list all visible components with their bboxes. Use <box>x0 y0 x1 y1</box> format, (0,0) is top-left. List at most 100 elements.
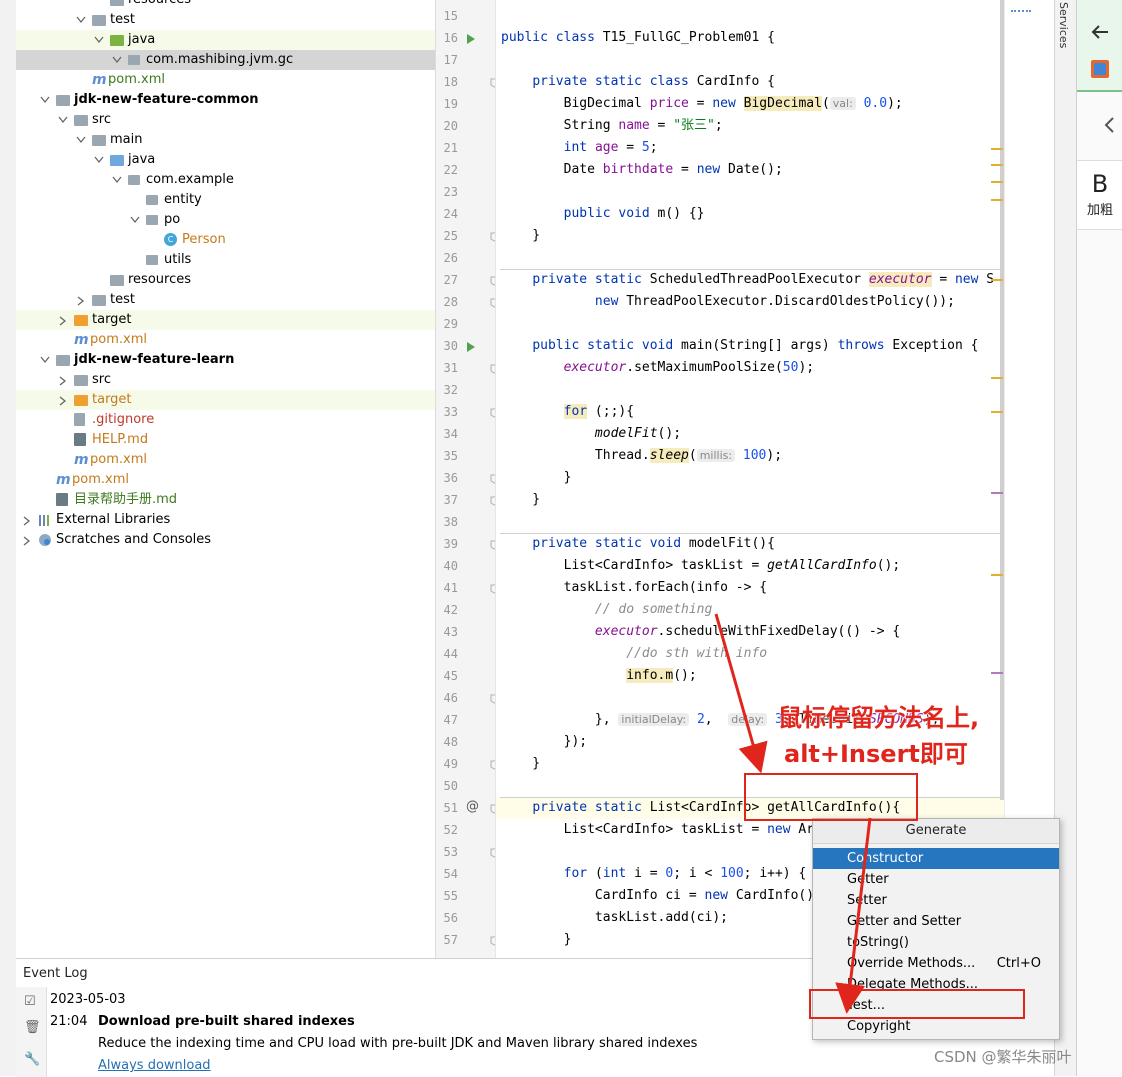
tree-row[interactable]: Scratches and Consoles <box>16 530 435 550</box>
stripe-marker[interactable] <box>991 164 1003 166</box>
line-number: 40 <box>443 559 458 573</box>
code-token: 3 <box>775 712 783 727</box>
app-logo-icon[interactable] <box>1091 60 1109 78</box>
stripe-marker[interactable] <box>991 411 1003 413</box>
tree-row[interactable]: target <box>16 390 435 410</box>
chevron-down-icon[interactable] <box>76 136 86 144</box>
tree-item-label: jdk-new-feature-learn <box>74 352 235 367</box>
tree-row[interactable]: src <box>16 110 435 130</box>
generate-menu-item[interactable]: Test... <box>813 995 1059 1016</box>
tree-row[interactable]: com.mashibing.jvm.gc <box>16 50 435 70</box>
stripe-marker[interactable] <box>991 279 1003 281</box>
tree-row[interactable]: test <box>16 10 435 30</box>
wrench-icon[interactable]: 🔧 <box>24 1052 41 1067</box>
tree-row[interactable]: 目录帮助手册.md <box>16 490 435 510</box>
tree-row[interactable]: entity <box>16 190 435 210</box>
code-token: private static class <box>532 74 697 89</box>
generate-menu-item[interactable]: Constructor <box>813 848 1059 869</box>
stripe-marker[interactable] <box>991 672 1003 674</box>
chevron-right-icon[interactable] <box>22 536 32 546</box>
code-token: ; <box>649 140 658 155</box>
trash-icon[interactable]: 🗑 <box>24 1020 41 1035</box>
tree-row[interactable]: target <box>16 310 435 330</box>
menu-item-shortcut: Ctrl+O <box>996 956 1041 971</box>
stripe-marker[interactable] <box>991 492 1003 494</box>
line-number: 16 <box>443 31 458 45</box>
generate-menu-item[interactable]: Setter <box>813 890 1059 911</box>
chevron-right-icon[interactable] <box>58 396 68 406</box>
tree-row[interactable]: com.example <box>16 170 435 190</box>
tree-row[interactable]: jdk-new-feature-common <box>16 90 435 110</box>
tree-row[interactable]: po <box>16 210 435 230</box>
run-icon[interactable] <box>466 33 476 44</box>
stripe-marker[interactable] <box>991 574 1003 576</box>
chevron-right-icon[interactable] <box>22 516 32 526</box>
code-token: info.m <box>626 668 674 683</box>
tree-row[interactable]: java <box>16 30 435 50</box>
line-number: 55 <box>443 889 458 903</box>
stripe-marker[interactable] <box>991 199 1003 201</box>
always-download-link[interactable]: Always download <box>98 1058 211 1073</box>
chevron-down-icon[interactable] <box>58 116 68 124</box>
generate-menu-item[interactable]: Copyright <box>813 1016 1059 1037</box>
tree-row[interactable]: HELP.md <box>16 430 435 450</box>
chevron-right-icon[interactable] <box>58 316 68 326</box>
maven-icon: m <box>56 472 71 488</box>
run-icon[interactable] <box>466 341 476 352</box>
bold-button[interactable]: B 加粗 <box>1077 160 1122 230</box>
chevron-left-icon[interactable] <box>1103 116 1115 134</box>
tree-row[interactable]: test <box>16 290 435 310</box>
code-token: 5 <box>641 140 650 155</box>
generate-menu-item[interactable]: Override Methods...Ctrl+O <box>813 953 1059 974</box>
line-number: 20 <box>443 119 458 133</box>
chevron-down-icon[interactable] <box>40 96 50 104</box>
generate-menu-item[interactable]: toString() <box>813 932 1059 953</box>
splitter[interactable] <box>435 0 436 958</box>
chevron-down-icon[interactable] <box>76 16 86 24</box>
editor-scrollbar[interactable] <box>1000 0 1005 800</box>
tree-row[interactable]: main <box>16 130 435 150</box>
chevron-down-icon[interactable] <box>112 56 122 64</box>
bold-button-sub: 加粗 <box>1086 203 1113 218</box>
code-line: new ThreadPoolExecutor.DiscardOldestPoli… <box>501 291 955 313</box>
tree-row[interactable]: src <box>16 370 435 390</box>
tree-row[interactable]: utils <box>16 250 435 270</box>
stripe-marker[interactable] <box>991 181 1003 183</box>
chevron-down-icon[interactable] <box>94 36 104 44</box>
generate-menu-item[interactable]: Getter and Setter <box>813 911 1059 932</box>
tree-row[interactable]: resources <box>16 270 435 290</box>
tree-row[interactable]: External Libraries <box>16 510 435 530</box>
generate-menu-item[interactable]: Getter <box>813 869 1059 890</box>
chevron-down-icon[interactable] <box>112 176 122 184</box>
annotation-line-2: alt+Insert即可 <box>784 740 968 768</box>
mark-read-icon[interactable]: ☑ <box>24 994 36 1009</box>
back-arrow-icon[interactable] <box>1091 24 1109 40</box>
services-tool-strip[interactable]: Services <box>1054 0 1077 1076</box>
tree-row[interactable]: .gitignore <box>16 410 435 430</box>
code-token <box>501 866 564 881</box>
chevron-right-icon[interactable] <box>76 296 86 306</box>
tree-row[interactable]: java <box>16 150 435 170</box>
code-editor[interactable]: public class T15_FullGC_Problem01 { priv… <box>496 0 1004 958</box>
chevron-down-icon[interactable] <box>130 216 140 224</box>
stripe-marker[interactable] <box>991 148 1003 150</box>
chevron-right-icon[interactable] <box>58 376 68 386</box>
tree-row[interactable]: jdk-new-feature-learn <box>16 350 435 370</box>
services-label[interactable]: Services <box>1057 2 1070 49</box>
stripe-marker[interactable] <box>991 377 1003 379</box>
code-line: }); <box>501 731 587 753</box>
tree-row[interactable]: resources <box>16 0 435 10</box>
chevron-down-icon[interactable] <box>40 356 50 364</box>
code-token <box>501 294 595 309</box>
override-marker-icon[interactable]: @ <box>466 799 479 814</box>
chevron-down-icon[interactable] <box>94 156 104 164</box>
tree-item-label: External Libraries <box>56 512 171 527</box>
generate-menu-item[interactable]: Delegate Methods... <box>813 974 1059 995</box>
code-token: millis: <box>696 449 736 462</box>
analysis-indicator-icon[interactable] <box>1011 2 1031 12</box>
